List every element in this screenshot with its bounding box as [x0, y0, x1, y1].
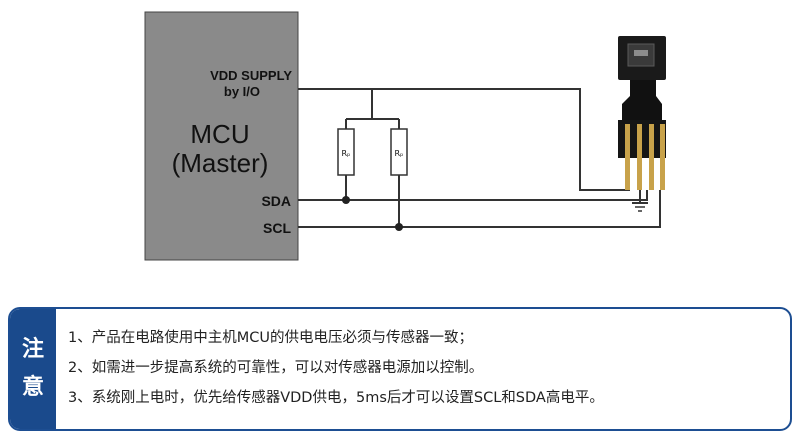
mcu-master-label: (Master) [172, 148, 269, 178]
sensor-chip-inner [634, 50, 648, 56]
sda-junction [342, 196, 350, 204]
note-tag: 注 意 [10, 309, 56, 429]
resistor-2-label: Rₚ [395, 149, 404, 158]
sensor-pin-4 [660, 124, 665, 190]
resistor-1-label: Rₚ [342, 149, 351, 158]
vdd-by-io-label: by I/O [224, 84, 260, 99]
scl-junction [395, 223, 403, 231]
sda-pin-label: SDA [261, 193, 291, 209]
note-list: 1、产品在电路使用中主机MCU的供电电压必须与传感器一致； 2、如需进一步提高系… [68, 323, 780, 413]
sensor-stem [622, 80, 662, 122]
scl-pin-label: SCL [263, 220, 291, 236]
note-item-3: 3、系统刚上电时，优先给传感器VDD供电，5ms后才可以设置SCL和SDA高电平… [68, 390, 604, 406]
scl-wire [298, 190, 661, 228]
note-item-2: 2、如需进一步提高系统的可靠性，可以对传感器电源加以控制。 [68, 360, 484, 376]
mcu-title: MCU [190, 119, 249, 149]
sensor-pin-2 [637, 124, 642, 190]
note-tag-char-1: 注 [21, 337, 44, 362]
sensor-pin-3 [649, 124, 654, 190]
note-box: 注 意 1、产品在电路使用中主机MCU的供电电压必须与传感器一致； 2、如需进一… [8, 307, 792, 431]
sda-wire [298, 190, 648, 201]
circuit-diagram: VDD SUPPLY by I/O MCU (Master) SDA SCL R… [144, 11, 666, 261]
sensor-pin-1 [625, 124, 630, 190]
vdd-supply-label: VDD SUPPLY [210, 68, 292, 83]
note-item-1: 1、产品在电路使用中主机MCU的供电电压必须与传感器一致； [68, 330, 473, 346]
mcu-block [144, 11, 299, 261]
sensor-module [618, 36, 666, 190]
note-tag-char-2: 意 [21, 375, 44, 400]
vdd-wire [298, 88, 630, 191]
